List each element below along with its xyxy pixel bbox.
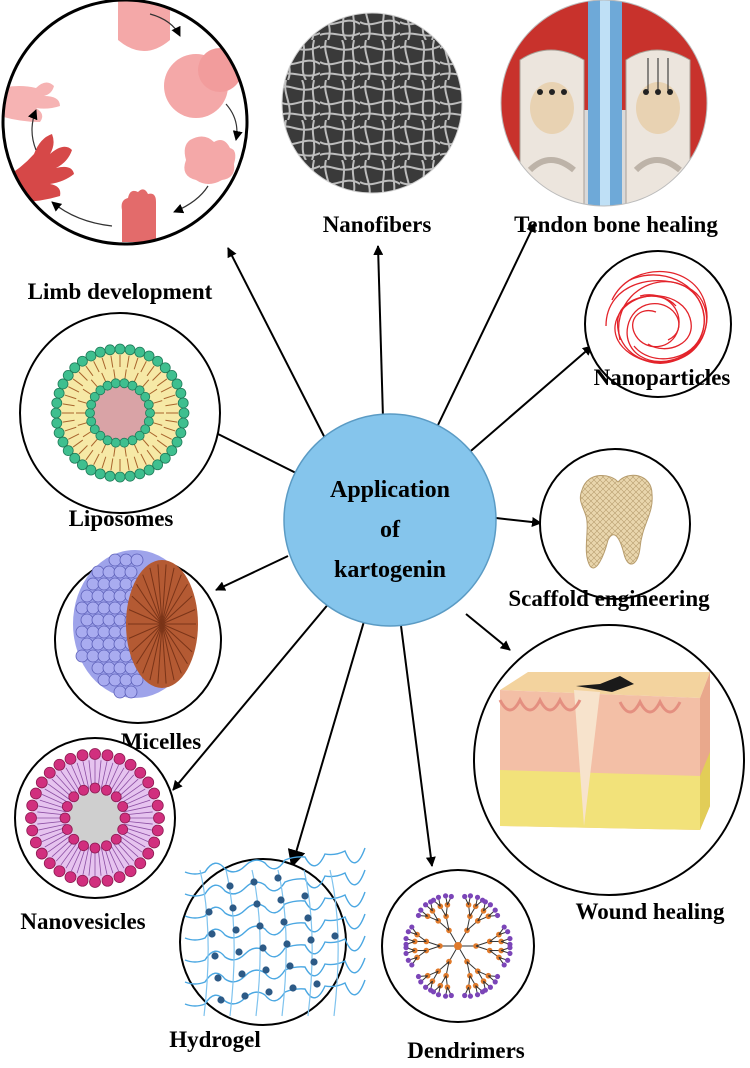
limb-development-illustration bbox=[3, 0, 247, 244]
node-nanofibers: Nanofibers bbox=[281, 12, 463, 237]
node-scaffold-engineering: Scaffold engineering bbox=[508, 448, 710, 611]
label-dendrimers: Dendrimers bbox=[407, 1038, 525, 1063]
tooth-icon bbox=[579, 474, 653, 569]
arrow-limb-development bbox=[227, 247, 331, 449]
node-nanoparticles: Nanoparticles bbox=[584, 250, 732, 398]
arrows bbox=[172, 222, 593, 868]
nanofibers-illustration bbox=[282, 13, 462, 193]
node-liposomes: Liposomes bbox=[19, 312, 221, 531]
arrow-hydrogel bbox=[287, 617, 366, 868]
label-liposomes: Liposomes bbox=[69, 506, 174, 531]
tendon-bone-healing-frame bbox=[500, 0, 708, 207]
nanoparticles-illustration bbox=[605, 270, 708, 364]
center-node: Application of kartogenin bbox=[283, 413, 497, 627]
limb-development-frame bbox=[1, 0, 249, 246]
label-nanoparticles: Nanoparticles bbox=[594, 365, 731, 390]
arrow-nanofibers bbox=[373, 245, 384, 419]
label-wound-healing: Wound healing bbox=[576, 899, 725, 924]
node-tendon-bone-healing: Tendon bone healing bbox=[500, 0, 718, 237]
micelles-illustration bbox=[73, 550, 198, 699]
arrow-scaffold-engineering bbox=[495, 517, 542, 527]
nanofibers-frame bbox=[281, 12, 463, 194]
arrow-nanovesicles bbox=[172, 601, 331, 791]
center-line-2: of bbox=[380, 517, 401, 543]
arrow-tendon-bone-healing bbox=[437, 222, 536, 426]
label-limb-development: Limb development bbox=[28, 279, 213, 304]
node-limb-development: Limb development bbox=[1, 0, 249, 304]
arrow-micelles bbox=[215, 555, 289, 591]
dendrimers-illustration bbox=[403, 893, 513, 999]
label-nanovesicles: Nanovesicles bbox=[20, 909, 145, 934]
arrow-wound-healing bbox=[465, 613, 511, 651]
center-line-1: Application bbox=[330, 477, 450, 503]
center-circle bbox=[283, 413, 497, 627]
nanoparticles-frame bbox=[584, 250, 732, 398]
wound-healing-illustration bbox=[498, 672, 710, 830]
node-dendrimers: Dendrimers bbox=[381, 869, 535, 1063]
label-tendon-bone-healing: Tendon bone healing bbox=[514, 212, 718, 237]
node-hydrogel: Hydrogel bbox=[169, 847, 366, 1052]
node-nanovesicles: Nanovesicles bbox=[14, 737, 176, 934]
arrow-dendrimers bbox=[399, 617, 436, 867]
label-nanofibers: Nanofibers bbox=[323, 212, 432, 237]
label-scaffold-engineering: Scaffold engineering bbox=[508, 586, 710, 611]
node-wound-healing: Wound healing bbox=[473, 624, 745, 924]
arrow-nanoparticles bbox=[464, 345, 593, 457]
node-micelles: Micelles bbox=[54, 550, 222, 754]
nanovesicles-illustration bbox=[25, 748, 165, 888]
liposomes-illustration bbox=[50, 343, 190, 483]
hydrogel-illustration bbox=[184, 847, 366, 1017]
label-hydrogel: Hydrogel bbox=[169, 1027, 261, 1052]
center-line-3: kartogenin bbox=[334, 557, 446, 583]
